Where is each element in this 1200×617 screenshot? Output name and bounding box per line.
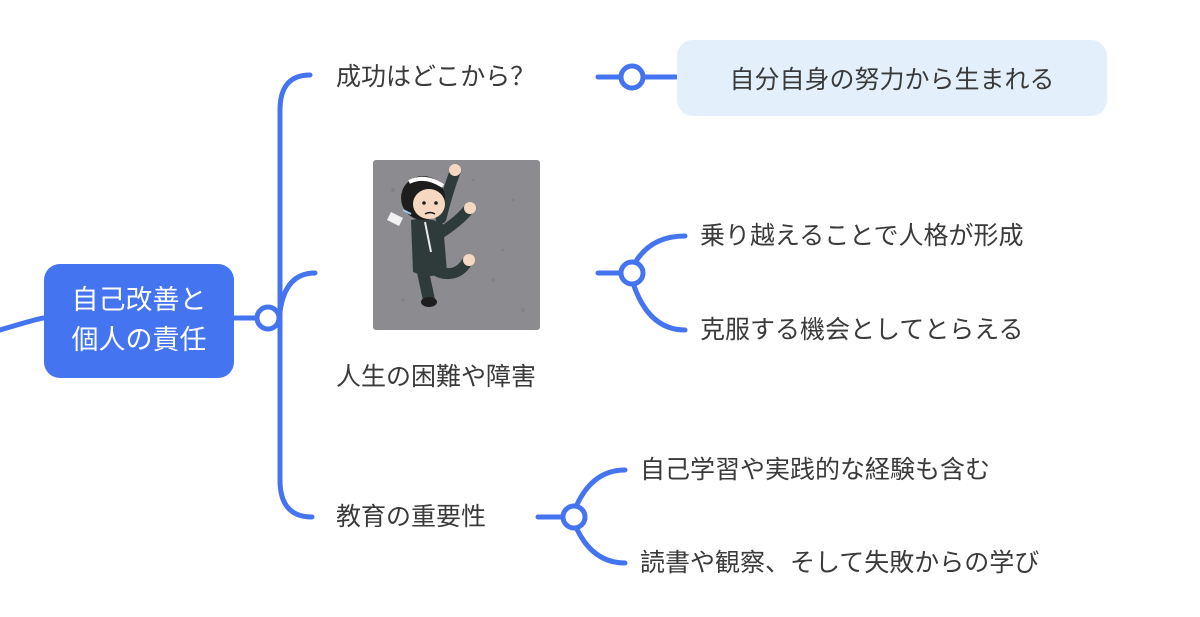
root-label-line-2: 個人の責任 — [71, 325, 207, 356]
branch-1-node-icon — [618, 63, 646, 91]
branch-3-leaf-2-label[interactable]: 読書や観察、そして失敗からの学び — [640, 548, 1040, 577]
branch-1-label[interactable]: 成功はどこから？ — [336, 62, 536, 91]
branch-3-node-icon — [560, 503, 588, 531]
root-label-line-1: 自己改善と — [71, 285, 207, 316]
branch-3-leaf-1-label[interactable]: 自己学習や実践的な経験も含む — [640, 455, 991, 484]
branch-1-leaf-1-node[interactable]: 自分自身の努力から生まれる — [677, 40, 1107, 116]
root-lead-in-line — [0, 315, 47, 333]
branch-3-label[interactable]: 教育の重要性 — [336, 502, 487, 531]
root-node-icon — [254, 304, 282, 332]
climbing-person-illustration — [373, 160, 540, 330]
branch-2-label[interactable]: 人生の困難や障害 — [336, 362, 537, 391]
branch-2-node-icon — [618, 259, 646, 287]
branch-2-leaf-1-label[interactable]: 乗り越えることで人格が形成 — [700, 221, 1024, 250]
branch-2-leaf-2-label[interactable]: 克服する機会としてとらえる — [700, 315, 1024, 344]
root-node[interactable]: 自己改善と 個人の責任 — [44, 264, 234, 378]
branch-2-line — [277, 270, 318, 315]
root-spine-line — [277, 72, 315, 520]
branch-1-leaf-1-label: 自分自身の努力から生まれる — [729, 65, 1055, 94]
